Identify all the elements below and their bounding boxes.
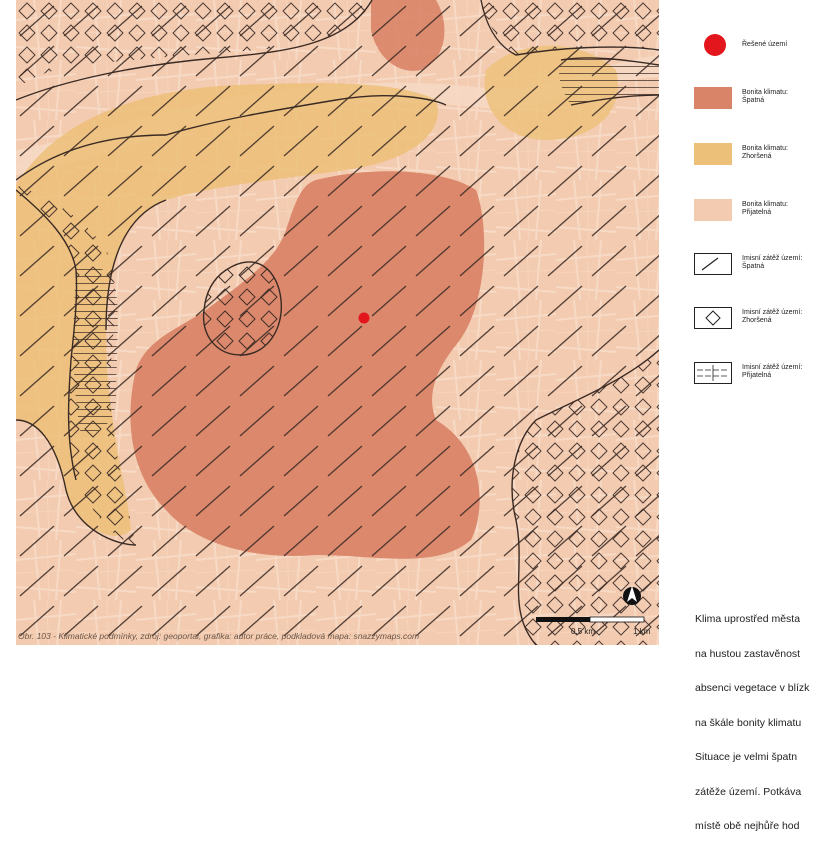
description-line: na škále bonity klimatu <box>695 716 802 729</box>
description-line: místě obě nejhůře hod <box>695 820 800 832</box>
legend-label-line1: Řešené území <box>742 41 788 48</box>
legend-item-climate-worse: Bonita klimatu: Zhoršená <box>694 143 834 173</box>
swatch-emission-bad <box>694 253 732 275</box>
swatch-climate-bad <box>694 87 732 109</box>
legend-item-climate-ok: Bonita klimatu: Přijatelná <box>694 199 834 229</box>
site-legend-icon <box>704 34 726 56</box>
legend-label-line1: Bonita klimatu: <box>742 201 788 208</box>
swatch-climate-worse <box>694 143 732 165</box>
legend-item-emission-bad: Imisní zátěž území: Špatná <box>694 253 834 283</box>
scale-label-one: 1 km <box>633 627 651 636</box>
legend-item-climate-bad: Bonita klimatu: Špatná <box>694 87 834 117</box>
legend-label-line2: Přijatelná <box>742 209 772 216</box>
legend-label-line2: Přijatelná <box>742 372 772 379</box>
scale-label-half: 0,5 km <box>571 627 596 636</box>
north-arrow-icon <box>623 586 641 605</box>
description-line: absenci vegetace v blízk <box>695 682 810 694</box>
legend-label-line2: Špatná <box>742 263 765 270</box>
description-line: na hustou zastavěnost <box>695 647 801 660</box>
description-line: Klima uprostřed města <box>695 613 801 625</box>
legend-label-line2: Zhoršená <box>742 317 772 324</box>
swatch-emission-ok <box>694 362 732 384</box>
legend-label-line1: Imisní zátěž území: <box>742 255 803 262</box>
site-marker[interactable] <box>358 312 370 324</box>
climate-map[interactable]: 0,5 km 1 km <box>16 0 659 645</box>
description-text: Klima uprostřed města na hustou zastavěn… <box>695 591 837 844</box>
swatch-emission-worse <box>694 307 732 329</box>
legend-label-line1: Imisní zátěž území: <box>742 364 803 371</box>
legend-label-line1: Bonita klimatu: <box>742 89 788 96</box>
legend-label-line1: Imisní zátěž území: <box>742 309 803 316</box>
description-line: zátěže území. Potkáva <box>695 785 802 798</box>
scale-bar <box>536 616 645 623</box>
legend-label-line2: Zhoršená <box>742 153 772 160</box>
legend-item-emission-worse: Imisní zátěž území: Zhoršená <box>694 307 834 337</box>
swatch-climate-ok <box>694 199 732 221</box>
legend-label-line1: Bonita klimatu: <box>742 145 788 152</box>
legend-item-emission-ok: Imisní zátěž území: Přijatelná <box>694 362 834 392</box>
legend-item-site: Řešené území <box>694 34 834 64</box>
figure-caption: Obr. 103 - Klimatické podmínky, zdroj: g… <box>18 631 420 641</box>
description-line: Situace je velmi špatn <box>695 751 798 763</box>
zone-boundaries <box>16 0 659 645</box>
legend-label-line2: Špatná <box>742 97 765 104</box>
